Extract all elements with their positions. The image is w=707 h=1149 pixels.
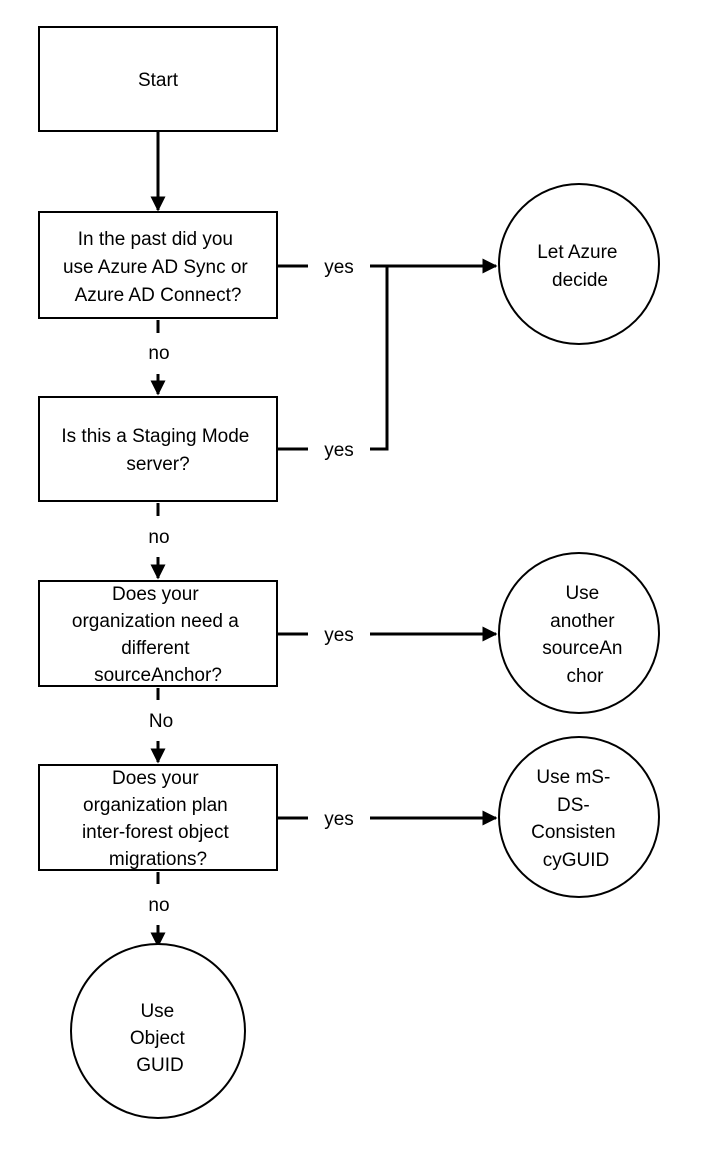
object-guid-result-label: Use Object GUID <box>130 1001 190 1076</box>
edge-staging-yes-right <box>370 266 389 451</box>
edge-label-staging-yes: yes <box>324 440 354 461</box>
consistency-guid-result-label: Use mS- DS- Consisten cyGUID <box>531 767 621 871</box>
edge-label-staging-no: no <box>148 527 169 548</box>
interforest-question-label: Does your organization plan inter-forest… <box>82 768 234 870</box>
start-box <box>38 26 278 132</box>
edge-label-past-sync-yes: yes <box>324 257 354 278</box>
staging-question-box <box>38 396 278 502</box>
past-sync-question-label: In the past did you use Azure AD Sync or… <box>63 229 253 306</box>
azure-decide-result-circle <box>498 183 660 345</box>
different-anchor-question-box <box>38 580 278 687</box>
different-anchor-question-label: Does your organization need a different … <box>72 584 244 686</box>
another-anchor-result-circle <box>498 552 660 714</box>
staging-question-label: Is this a Staging Mode server? <box>61 426 254 475</box>
edge-label-past-sync-no: no <box>148 343 169 364</box>
edge-label-different-anchor-yes: yes <box>324 625 354 646</box>
interforest-question-box <box>38 764 278 871</box>
past-sync-question-box <box>38 211 278 319</box>
edge-label-interforest-yes: yes <box>324 809 354 830</box>
another-anchor-result-label: Use another sourceAn chor <box>542 583 628 687</box>
start-label: Start <box>138 70 179 91</box>
edge-label-different-anchor-no: No <box>149 711 173 732</box>
object-guid-result-circle <box>70 943 246 1119</box>
edge-label-interforest-no: no <box>148 895 169 916</box>
consistency-guid-result-circle <box>498 736 660 898</box>
azure-decide-result-label: Let Azure decide <box>537 242 623 291</box>
